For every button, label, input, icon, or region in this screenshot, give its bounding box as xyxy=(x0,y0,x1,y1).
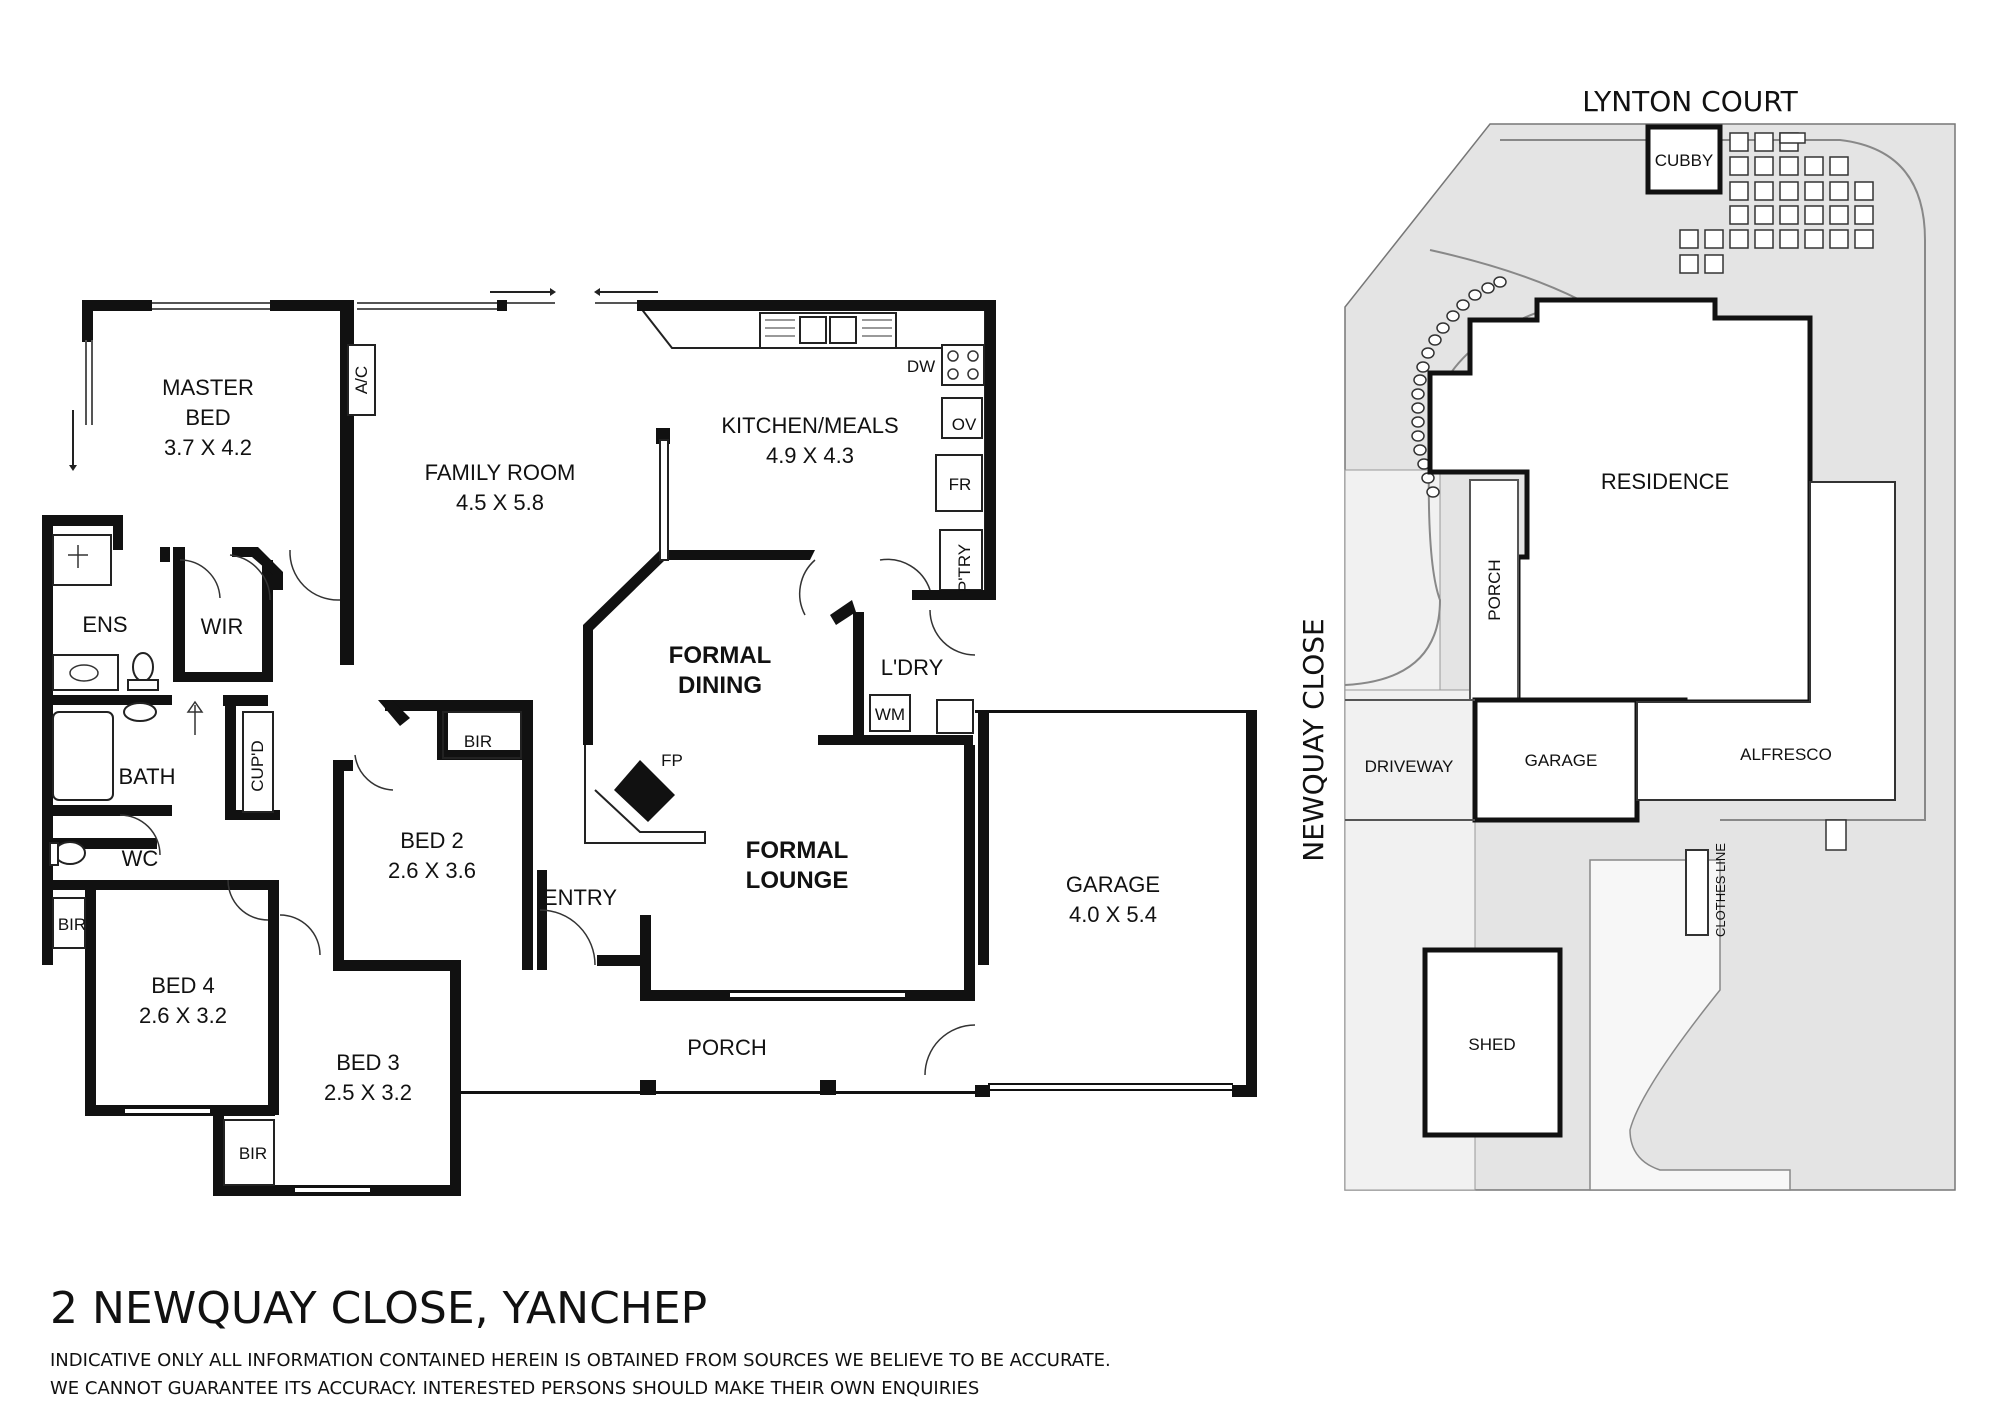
entry-label: ENTRY xyxy=(543,885,617,910)
formal-dining-label-2: DINING xyxy=(678,672,762,699)
disclaimer-line-2: WE CANNOT GUARANTEE ITS ACCURACY. INTERE… xyxy=(50,1378,979,1399)
windows-doors xyxy=(49,288,976,1192)
kitchen-bench xyxy=(639,306,990,595)
porch-label: PORCH xyxy=(687,1035,766,1060)
fireplace-label: FP xyxy=(661,751,683,770)
property-address-title: 2 NEWQUAY CLOSE, YANCHEP xyxy=(50,1283,707,1334)
stepping-stones xyxy=(1411,276,1507,498)
bed4-dims: 2.6 X 3.2 xyxy=(139,1003,227,1028)
driveway-label: DRIVEWAY xyxy=(1365,757,1454,776)
kitchen-label: KITCHEN/MEALS xyxy=(721,413,898,438)
bed4-bir-label: BIR xyxy=(58,915,86,934)
site-garage-label: GARAGE xyxy=(1525,751,1598,770)
bed2-bir-label: BIR xyxy=(464,732,492,751)
pavers xyxy=(1679,132,1874,274)
family-room-dims: 4.5 X 5.8 xyxy=(456,490,544,515)
formal-lounge-label: FORMAL xyxy=(746,837,849,864)
fridge xyxy=(935,454,983,512)
garage-dims: 4.0 X 5.4 xyxy=(1069,902,1157,927)
shed xyxy=(1422,947,1563,1138)
family-room-label: FAMILY ROOM xyxy=(425,460,576,485)
residence xyxy=(1427,297,1813,705)
ens-label: ENS xyxy=(82,612,127,637)
fridge-label: FR xyxy=(949,475,972,494)
pantry-label: P'TRY xyxy=(955,544,974,592)
room-labels: MASTER BED 3.7 X 4.2 FAMILY ROOM 4.5 X 5… xyxy=(58,357,1160,1163)
garage-label: GARAGE xyxy=(1066,872,1160,897)
wc-label: WC xyxy=(122,846,159,871)
disclaimer-line-1: INDICATIVE ONLY ALL INFORMATION CONTAINE… xyxy=(50,1350,1111,1371)
bed2-label: BED 2 xyxy=(400,828,464,853)
clothes-line-label: CLOTHES LINE xyxy=(1713,843,1728,937)
site-porch-label: PORCH xyxy=(1485,559,1504,620)
cubby xyxy=(1645,124,1723,195)
master-bed-label-2: BED xyxy=(185,405,230,430)
dishwasher-label: DW xyxy=(907,357,935,376)
washing-machine-label: WM xyxy=(875,705,905,724)
residence-label: RESIDENCE xyxy=(1601,469,1729,494)
bed3-bir-label: BIR xyxy=(239,1144,267,1163)
cupd-label: CUP'D xyxy=(248,740,267,791)
oven-label: OV xyxy=(952,415,977,434)
wir-label: WIR xyxy=(201,614,244,639)
residence-porch xyxy=(1469,479,1519,701)
bed3-label: BED 3 xyxy=(336,1050,400,1075)
formal-lounge-label-2: LOUNGE xyxy=(746,867,849,894)
bed4-label: BED 4 xyxy=(151,973,215,998)
alfresco xyxy=(1636,481,1896,801)
clothes-line xyxy=(1685,849,1709,936)
laundry-label: L'DRY xyxy=(881,655,944,680)
alfresco-label: ALFRESCO xyxy=(1740,745,1832,764)
pantry xyxy=(939,529,983,591)
shed-label: SHED xyxy=(1468,1035,1515,1054)
bed2-dims: 2.6 X 3.6 xyxy=(388,858,476,883)
formal-dining-label: FORMAL xyxy=(669,642,772,669)
oven xyxy=(941,397,983,439)
bath-label: BATH xyxy=(118,764,175,789)
lynton-court-label: LYNTON COURT xyxy=(1582,85,1798,118)
master-bed-label: MASTER xyxy=(162,375,254,400)
cubby-label: CUBBY xyxy=(1655,151,1714,170)
floor-plan: MASTER BED 3.7 X 4.2 FAMILY ROOM 4.5 X 5… xyxy=(42,288,1257,1196)
bed3-dims: 2.5 X 3.2 xyxy=(324,1080,412,1105)
master-bed-dims: 3.7 X 4.2 xyxy=(164,435,252,460)
newquay-close-label: NEWQUAY CLOSE xyxy=(1297,618,1330,862)
kitchen-dims: 4.9 X 4.3 xyxy=(766,443,854,468)
walls xyxy=(42,300,1257,1196)
ac-label: A/C xyxy=(352,366,371,394)
cooktop xyxy=(941,344,985,386)
site-plan: LYNTON COURT NEWQUAY CLOSE CUBBY RESIDEN… xyxy=(1297,85,1956,1191)
